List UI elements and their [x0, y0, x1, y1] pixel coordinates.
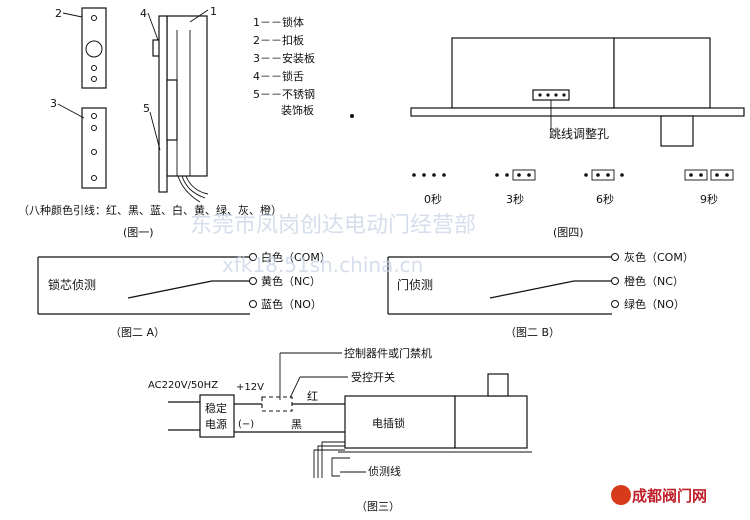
- controller-base-plate: [410, 107, 745, 117]
- wire-colors-note: （八种颜色引线：红、黑、蓝、白、黄、绿、灰、橙）: [18, 203, 282, 217]
- mounting-screw-hole: [91, 113, 97, 119]
- controlled-switch: [261, 396, 293, 412]
- strike-screw-hole: [91, 76, 97, 82]
- callout-5: 5: [143, 102, 150, 115]
- strike-screw-hole: [91, 65, 97, 71]
- fig3-caption: （图三）: [356, 500, 400, 513]
- psu-line1: 稳定: [205, 401, 227, 415]
- lock-bolt-3: [487, 373, 509, 397]
- lock-front-plate: [158, 15, 168, 193]
- jumper-label: 跳线调整孔: [549, 126, 609, 141]
- terminal-com: [611, 253, 619, 261]
- legend-item-5b: 装饰板: [281, 103, 314, 117]
- mounting-plate: [81, 107, 107, 189]
- callout-4: 4: [140, 7, 147, 20]
- lock-label: 电插锁: [372, 416, 405, 430]
- figure-2a: 锁芯侦测 白色（COM） 黄色（NC） 蓝色（NO） （图二 A）: [37, 250, 331, 339]
- delay-6s: 6秒: [596, 192, 614, 206]
- electric-bolt-lock: [344, 395, 456, 449]
- delay-9s: 9秒: [700, 192, 718, 206]
- legend-item-5: 5－－不锈钢: [253, 88, 315, 101]
- terminal-com: [249, 253, 257, 261]
- jumper-setting-0s: [412, 173, 446, 177]
- legend-item-2: 2－－扣板: [253, 33, 304, 47]
- lock-flange: [166, 79, 178, 141]
- terminal-no: [249, 300, 257, 308]
- terminal-nc: [249, 277, 257, 285]
- psu-line2: 电源: [205, 417, 227, 431]
- lock-motor-housing: [454, 395, 528, 449]
- controller-housing-right: [613, 37, 711, 109]
- watermark: 东莞市凤岗创达电动门经营部 xfk18.51sh.china.cn: [190, 213, 476, 277]
- sensor-wire-label: 侦测线: [368, 464, 401, 478]
- fig2a-caption: （图二 A）: [110, 326, 165, 339]
- logo-circle: [611, 485, 631, 505]
- controller-label: 控制器件或门禁机: [344, 346, 432, 360]
- terminal-no-label: 蓝色（NO）: [261, 297, 322, 311]
- supply-label: AC220V/50HZ: [148, 380, 218, 391]
- callout-2: 2: [55, 7, 62, 20]
- jumper-setting-6s: [584, 169, 624, 181]
- minus-label: (−): [238, 419, 254, 430]
- legend-item-4: 4－－锁舌: [253, 69, 304, 83]
- terminal-no: [611, 300, 619, 308]
- legend-item-3: 3－－安装板: [253, 51, 315, 65]
- watermark-company: 东莞市凤岗创达电动门经营部: [190, 213, 476, 238]
- mounting-screw-hole: [91, 175, 97, 181]
- fig4-caption: (图四): [553, 226, 584, 239]
- terminal-com-label: 灰色（COM）: [624, 250, 694, 264]
- watermark-url: xfk18.51sh.china.cn: [222, 253, 423, 277]
- red-wire-label: 红: [307, 390, 318, 403]
- figure-1: 2 3 4 1 5 1－－锁体 2－－扣板 3－－安装板 4－－锁舌 5－－不锈…: [18, 5, 315, 239]
- terminal-com-label: 白色（COM）: [261, 250, 331, 264]
- delay-3s: 3秒: [506, 192, 524, 206]
- lock-sensor-label: 锁芯侦测: [48, 277, 96, 292]
- delay-0s: 0秒: [424, 192, 442, 206]
- callout-1: 1: [210, 5, 217, 18]
- controller-knob: [660, 115, 694, 147]
- strike-screw-hole: [91, 15, 97, 21]
- terminal-no-label: 绿色（NO）: [624, 297, 685, 311]
- fig1-caption: (图一): [123, 226, 154, 239]
- logo-text: 成都阀门网: [632, 487, 707, 505]
- jumper-setting-3s: [495, 169, 536, 181]
- power-supply: [199, 394, 235, 438]
- callout-3: 3: [50, 97, 57, 110]
- terminal-nc-label: 橙色（NC）: [624, 274, 684, 288]
- switch-label: 受控开关: [351, 370, 395, 384]
- black-wire-label: 黑: [291, 418, 302, 431]
- figure-4: 跳线调整孔 0秒 3秒 6秒 9秒 (图四): [410, 37, 745, 239]
- figure-2b: 门侦测 灰色（COM） 橙色（NC） 绿色（NO） （图二 B）: [387, 250, 694, 339]
- fig2b-caption: （图二 B）: [505, 326, 560, 339]
- terminal-nc: [611, 277, 619, 285]
- figure-3: 控制器件或门禁机 受控开关 AC220V/50HZ +12V 稳定 电源 (−)…: [148, 346, 532, 513]
- dot: [350, 114, 354, 118]
- door-sensor-label: 门侦测: [397, 277, 433, 292]
- site-logo: 成都阀门网: [611, 485, 707, 505]
- legend-item-1: 1－－锁体: [253, 15, 304, 29]
- voltage-label: +12V: [236, 382, 264, 393]
- mounting-screw-hole: [91, 125, 97, 131]
- strike-bolt-hole: [85, 40, 103, 58]
- terminal-nc-label: 黄色（NC）: [261, 274, 321, 288]
- mounting-screw-hole: [91, 149, 97, 155]
- jumper-setting-9s: [684, 169, 734, 181]
